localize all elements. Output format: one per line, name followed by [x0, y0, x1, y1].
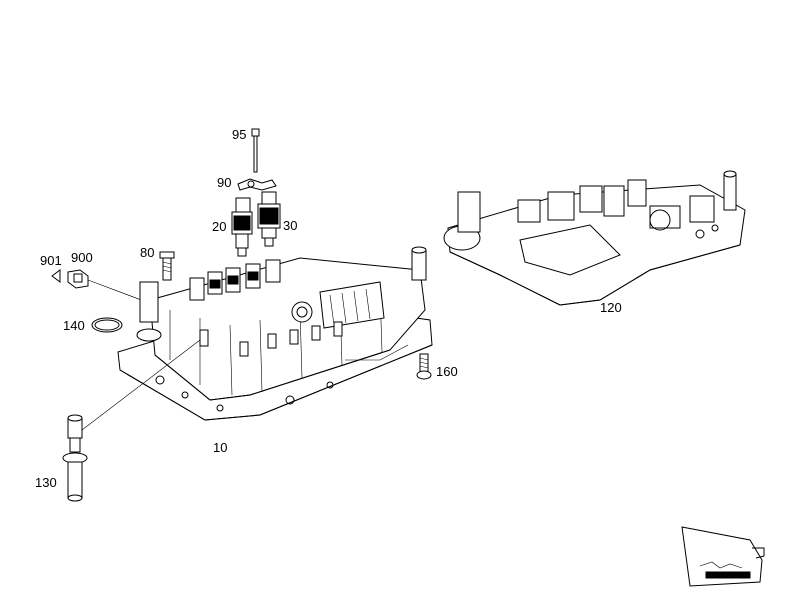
- callout-10: 10: [213, 440, 227, 455]
- callout-90: 90: [217, 175, 231, 190]
- part-95-bolt[interactable]: [251, 128, 260, 173]
- callout-140: 140: [63, 318, 85, 333]
- part-160-bolt[interactable]: [416, 353, 432, 380]
- part-901-seal[interactable]: [51, 269, 61, 283]
- callout-120: 120: [600, 300, 622, 315]
- part-80-bolt[interactable]: [159, 251, 175, 281]
- callout-160: 160: [436, 364, 458, 379]
- callout-80: 80: [140, 245, 154, 260]
- callout-901: 901: [40, 253, 62, 268]
- callout-30: 30: [283, 218, 297, 233]
- part-900-connector[interactable]: [67, 269, 89, 289]
- callout-20: 20: [212, 219, 226, 234]
- part-20-solenoid-valve[interactable]: [231, 197, 253, 257]
- callout-900: 900: [71, 250, 93, 265]
- leader-line-130: [81, 339, 201, 431]
- part-130-adapter-sleeve[interactable]: [62, 414, 88, 502]
- transmission-thumbnail-icon: [681, 526, 765, 587]
- part-30-solenoid-valve[interactable]: [257, 191, 281, 247]
- part-10-valve-body[interactable]: [117, 246, 433, 421]
- callout-95: 95: [232, 127, 246, 142]
- part-120-control-unit[interactable]: [443, 170, 746, 306]
- part-90-clip[interactable]: [237, 178, 277, 191]
- callout-130: 130: [35, 475, 57, 490]
- part-140-o-ring[interactable]: [91, 317, 123, 333]
